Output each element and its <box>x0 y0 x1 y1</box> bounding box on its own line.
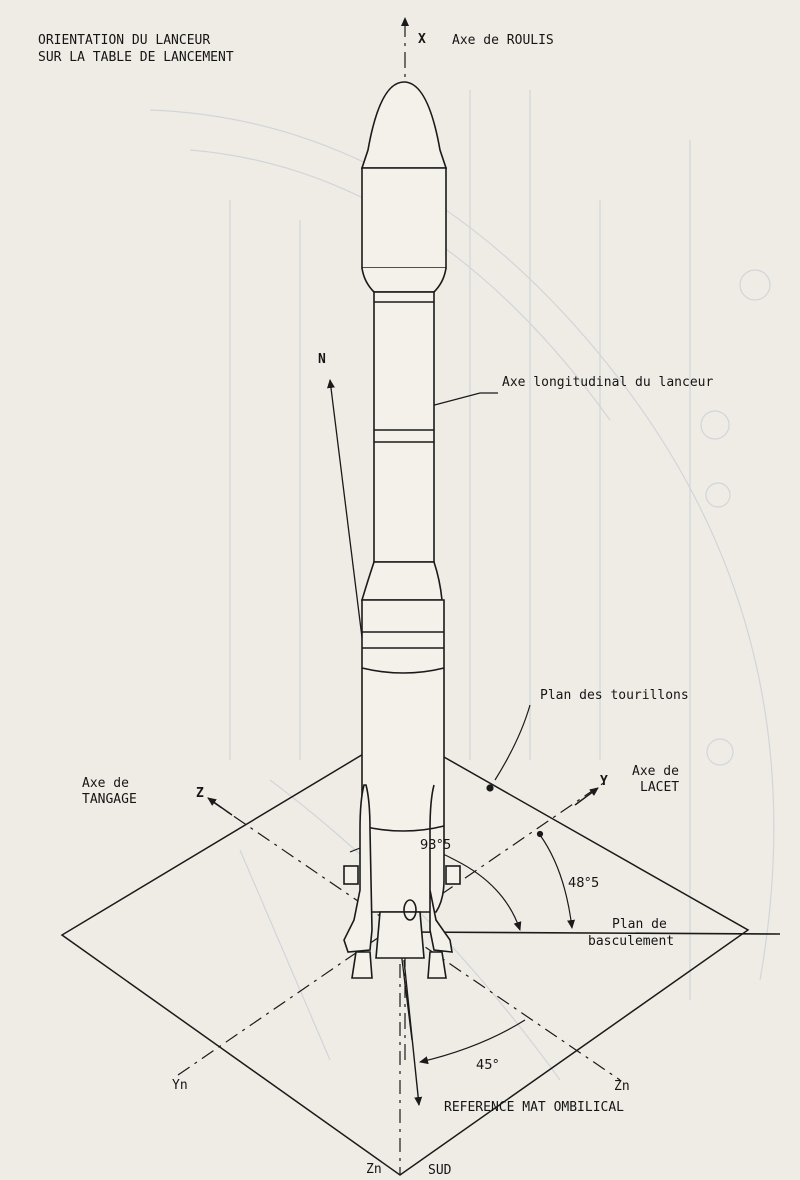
angle-93-label: 93°5 <box>420 838 452 853</box>
roll-axis-label: Axe de ROULIS <box>452 33 554 48</box>
yn-label: Yn <box>172 1078 188 1093</box>
z-axis-label: Z <box>196 786 204 801</box>
sud-label: SUD <box>428 1163 452 1178</box>
tilt-plane-label-line2: basculement <box>588 934 675 949</box>
tilt-plane-line <box>399 931 781 935</box>
trunnion-plane-label: Plan des tourillons <box>540 688 689 703</box>
engine-left <box>351 951 373 979</box>
table-axes <box>177 779 621 1175</box>
x-axis-label: X <box>418 32 426 47</box>
south-arrow <box>403 959 423 1106</box>
upper-stage <box>373 291 435 563</box>
rocket <box>343 81 461 979</box>
north-label: N <box>318 352 326 367</box>
engine-center <box>375 911 425 959</box>
first-stage <box>361 599 445 913</box>
pitch-axis-arrow <box>207 797 233 816</box>
title-line-2: SUR LA TABLE DE LANCEMENT <box>38 50 234 65</box>
fairing-nose <box>360 81 448 169</box>
angle-45-label: 45° <box>476 1058 500 1073</box>
longitudinal-axis-label: Axe longitudinal du lanceur <box>502 375 714 390</box>
angle-48-label: 48°5 <box>568 876 600 891</box>
title-line-1: ORIENTATION DU LANCEUR <box>38 33 211 48</box>
right-booster <box>429 784 453 953</box>
fairing-body <box>361 167 447 269</box>
pitch-axis-label-line2: TANGAGE <box>82 792 137 807</box>
pitch-axis-label-line1: Axe de <box>82 776 129 791</box>
zn-right-label: Zn <box>614 1079 630 1094</box>
yaw-axis-arrow <box>574 787 599 806</box>
left-booster <box>343 784 373 953</box>
reference-label: REFERENCE MAT OMBILICAL <box>444 1100 625 1115</box>
tilt-plane-label-line1: Plan de <box>612 917 667 932</box>
bleed-through-background <box>149 90 775 1081</box>
y-axis-label: Y <box>600 774 608 789</box>
yaw-axis-label-line1: Axe de <box>632 764 679 779</box>
engine-right <box>427 951 447 979</box>
zn-bottom-label: Zn <box>366 1162 382 1177</box>
diagram-title: ORIENTATION DU LANCEUR SUR LA TABLE DE L… <box>38 32 234 66</box>
yaw-axis-label-line2: LACET <box>640 780 680 795</box>
